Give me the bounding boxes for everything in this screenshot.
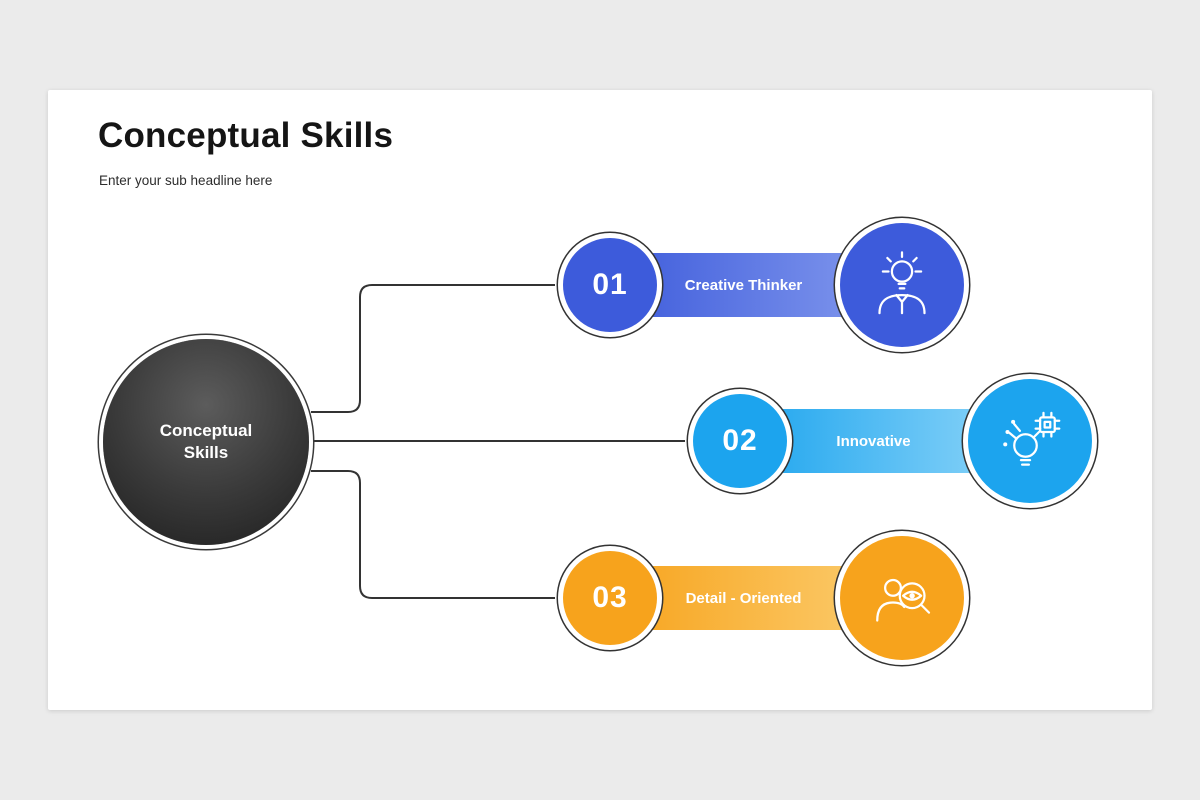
item-number-circle-03: 03 [563,551,657,645]
item-bar-detail-oriented: Detail - Oriented [610,566,865,630]
item-number-circle-01: 01 [563,238,657,332]
innovative-icon [1003,411,1061,466]
item-icon-circle-03 [840,536,964,660]
page-subtitle: Enter your sub headline here [99,173,273,188]
item-bar-creative-thinker: Creative Thinker [610,253,865,317]
center-node-label: Conceptual Skills [159,421,253,462]
item-label: Creative Thinker [684,276,803,294]
creative-thinker-icon [878,251,926,315]
item-label: Detail - Oriented [685,589,802,607]
detail-oriented-icon [876,578,931,622]
connector-line-bottom [311,470,555,599]
center-node: Conceptual Skills [103,339,309,545]
item-number: 01 [592,268,628,301]
item-number: 03 [592,581,628,614]
connector-lines [311,284,685,599]
item-number-circle-02: 02 [693,394,787,488]
item-number: 02 [722,424,758,457]
item-icon-circle-02 [968,379,1092,503]
item-label: Innovative [836,432,911,450]
connector-line-top [311,284,555,413]
slide: Conceptual Skills Enter your sub headlin… [48,90,1152,710]
page-title: Conceptual Skills [98,116,394,155]
item-icon-circle-01 [840,223,964,347]
